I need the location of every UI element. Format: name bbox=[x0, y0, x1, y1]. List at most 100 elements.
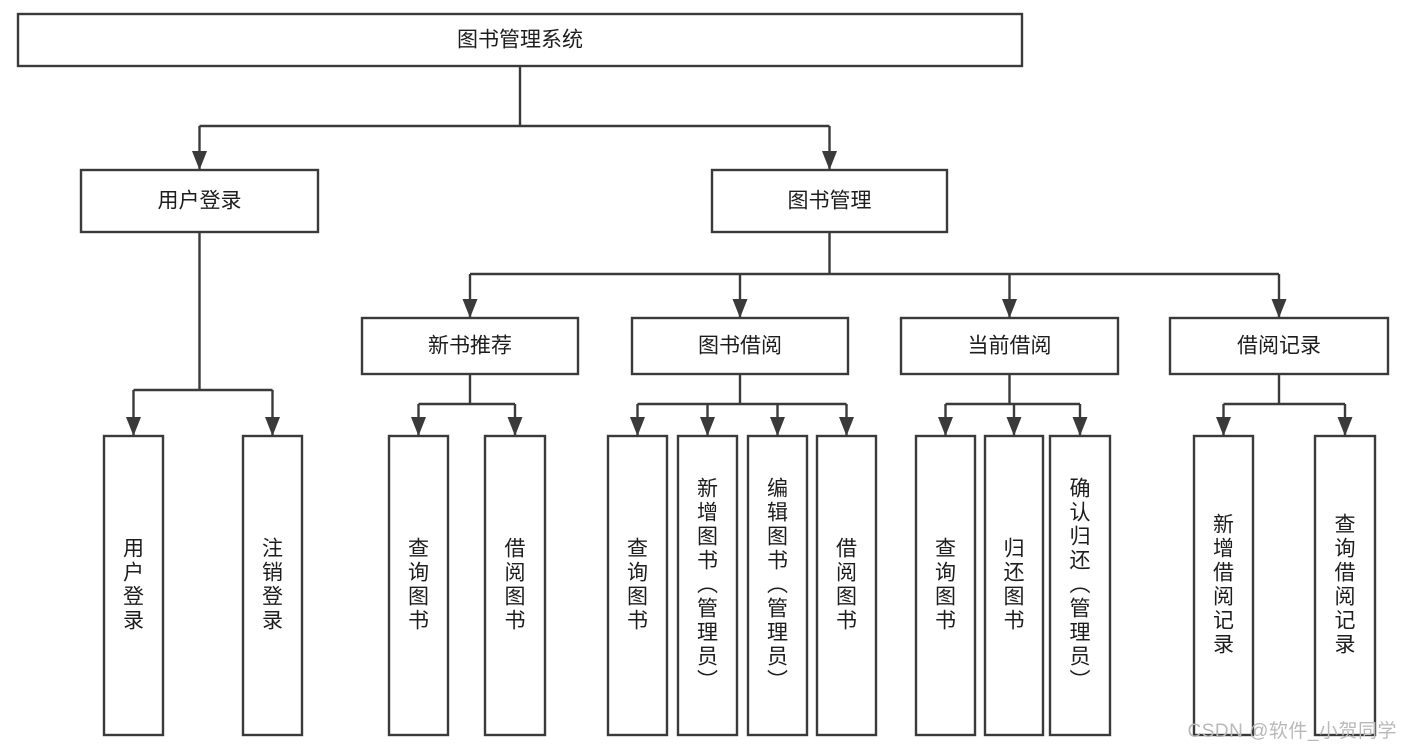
node-leaf-12[interactable]: 查询借阅记录 bbox=[1313, 434, 1377, 737]
node-leaf-7-rect bbox=[815, 434, 878, 737]
node-level3-0-label: 新书推荐 bbox=[428, 335, 512, 358]
node-level3-1[interactable]: 图书借阅 bbox=[630, 316, 850, 376]
arrow-icon bbox=[700, 417, 715, 436]
arrow-head-icon bbox=[462, 299, 478, 318]
arrow-icon bbox=[822, 151, 837, 170]
node-leaf-11-rect bbox=[1192, 434, 1255, 737]
arrow-head-icon bbox=[770, 417, 785, 436]
node-leaf-4[interactable]: 查询图书 bbox=[606, 434, 669, 737]
node-leaf-2-rect bbox=[387, 434, 450, 737]
node-level3-0[interactable]: 新书推荐 bbox=[360, 316, 580, 376]
node-level2-0-rect bbox=[79, 168, 320, 234]
arrow-head-icon bbox=[700, 417, 715, 436]
node-leaf-3[interactable]: 借阅图书 bbox=[483, 434, 547, 737]
node-leaf-8-rect bbox=[914, 434, 977, 737]
arrow-icon bbox=[1216, 417, 1231, 436]
node-leaf-8-label: 查询图书 bbox=[935, 537, 956, 632]
node-leaf-6-label: 编辑图书︵管理员︶ bbox=[767, 477, 788, 692]
arrow-icon bbox=[770, 417, 785, 436]
node-leaf-5[interactable]: 新增图书︵管理员︶ bbox=[676, 434, 739, 737]
node-root-rect bbox=[16, 12, 1024, 68]
arrow-head-icon bbox=[938, 417, 953, 436]
arrow-icon bbox=[411, 417, 426, 436]
node-level3-3-rect bbox=[1168, 316, 1390, 376]
node-leaf-3-rect bbox=[483, 434, 547, 737]
arrow-icon bbox=[192, 151, 207, 170]
node-leaf-6[interactable]: 编辑图书︵管理员︶ bbox=[746, 434, 809, 737]
node-leaf-11[interactable]: 新增借阅记录 bbox=[1192, 434, 1255, 737]
node-leaf-1-rect bbox=[241, 434, 304, 737]
node-level2-0-label: 用户登录 bbox=[158, 190, 242, 213]
node-leaf-0-label: 用户登录 bbox=[123, 537, 144, 632]
arrow-head-icon bbox=[265, 417, 280, 436]
arrow-head-icon bbox=[822, 151, 837, 170]
arrow-head-icon bbox=[1216, 417, 1231, 436]
arrow-icon bbox=[126, 417, 141, 436]
node-leaf-8[interactable]: 查询图书 bbox=[914, 434, 977, 737]
arrow-icon bbox=[732, 299, 748, 318]
arrow-icon bbox=[1271, 299, 1287, 318]
node-root-label: 图书管理系统 bbox=[457, 29, 583, 52]
node-leaf-7-label: 借阅图书 bbox=[836, 537, 857, 632]
arrow-head-icon bbox=[1072, 417, 1088, 436]
node-leaf-12-label: 查询借阅记录 bbox=[1335, 513, 1356, 656]
arrow-head-icon bbox=[192, 151, 207, 170]
arrow-icon bbox=[1002, 299, 1017, 318]
node-leaf-9-rect bbox=[983, 434, 1045, 737]
arrow-head-icon bbox=[1271, 299, 1287, 318]
arrow-head-icon bbox=[507, 417, 523, 436]
node-leaf-2[interactable]: 查询图书 bbox=[387, 434, 450, 737]
node-level3-1-label: 图书借阅 bbox=[698, 335, 782, 358]
node-leaf-10-rect bbox=[1048, 434, 1112, 737]
node-leaf-5-rect bbox=[676, 434, 739, 737]
node-leaf-6-rect bbox=[746, 434, 809, 737]
node-level3-2-rect bbox=[899, 316, 1120, 376]
node-level2-1[interactable]: 图书管理 bbox=[710, 168, 949, 234]
node-leaf-12-rect bbox=[1313, 434, 1377, 737]
node-leaf-2-label: 查询图书 bbox=[408, 537, 429, 632]
arrow-icon bbox=[938, 417, 953, 436]
arrow-head-icon bbox=[732, 299, 748, 318]
arrow-icon bbox=[1072, 417, 1088, 436]
node-level3-3-label: 借阅记录 bbox=[1237, 335, 1321, 358]
node-level3-3[interactable]: 借阅记录 bbox=[1168, 316, 1390, 376]
node-leaf-7[interactable]: 借阅图书 bbox=[815, 434, 878, 737]
conn-userlogin bbox=[133, 232, 273, 392]
arrow-head-icon bbox=[1006, 417, 1022, 436]
conn-records bbox=[1223, 374, 1345, 406]
conn-bookmgmt bbox=[470, 232, 1279, 276]
node-level3-0-rect bbox=[360, 316, 580, 376]
arrow-head-icon bbox=[839, 417, 854, 436]
node-root[interactable]: 图书管理系统 bbox=[16, 12, 1024, 68]
arrow-icon bbox=[462, 299, 478, 318]
arrow-head-icon bbox=[1002, 299, 1017, 318]
node-level2-0[interactable]: 用户登录 bbox=[79, 168, 320, 234]
node-level2-1-label: 图书管理 bbox=[788, 190, 872, 213]
node-level2-1-rect bbox=[710, 168, 949, 234]
conn-newbook bbox=[418, 374, 515, 406]
node-leaf-4-label: 查询图书 bbox=[627, 537, 648, 632]
arrow-icon bbox=[1337, 417, 1353, 436]
node-level3-2[interactable]: 当前借阅 bbox=[899, 316, 1120, 376]
arrow-icon bbox=[839, 417, 854, 436]
node-leaf-10-label: 确认归还︵管理员︶ bbox=[1070, 477, 1091, 692]
node-leaf-10[interactable]: 确认归还︵管理员︶ bbox=[1048, 434, 1112, 737]
arrow-head-icon bbox=[126, 417, 141, 436]
node-leaf-3-label: 借阅图书 bbox=[505, 537, 526, 632]
arrow-icon bbox=[507, 417, 523, 436]
node-level3-2-label: 当前借阅 bbox=[968, 335, 1052, 358]
node-level3-1-rect bbox=[630, 316, 850, 376]
arrow-icon bbox=[630, 417, 645, 436]
conn-borrow bbox=[637, 374, 847, 406]
arrow-head-icon bbox=[411, 417, 426, 436]
arrow-icon bbox=[1006, 417, 1022, 436]
node-leaf-9-label: 归还图书 bbox=[1004, 537, 1025, 632]
node-leaf-0[interactable]: 用户登录 bbox=[102, 434, 165, 737]
node-leaf-1[interactable]: 注销登录 bbox=[241, 434, 304, 737]
arrow-head-icon bbox=[630, 417, 645, 436]
node-leaf-0-rect bbox=[102, 434, 165, 737]
arrow-icon bbox=[265, 417, 280, 436]
node-leaf-9[interactable]: 归还图书 bbox=[983, 434, 1045, 737]
